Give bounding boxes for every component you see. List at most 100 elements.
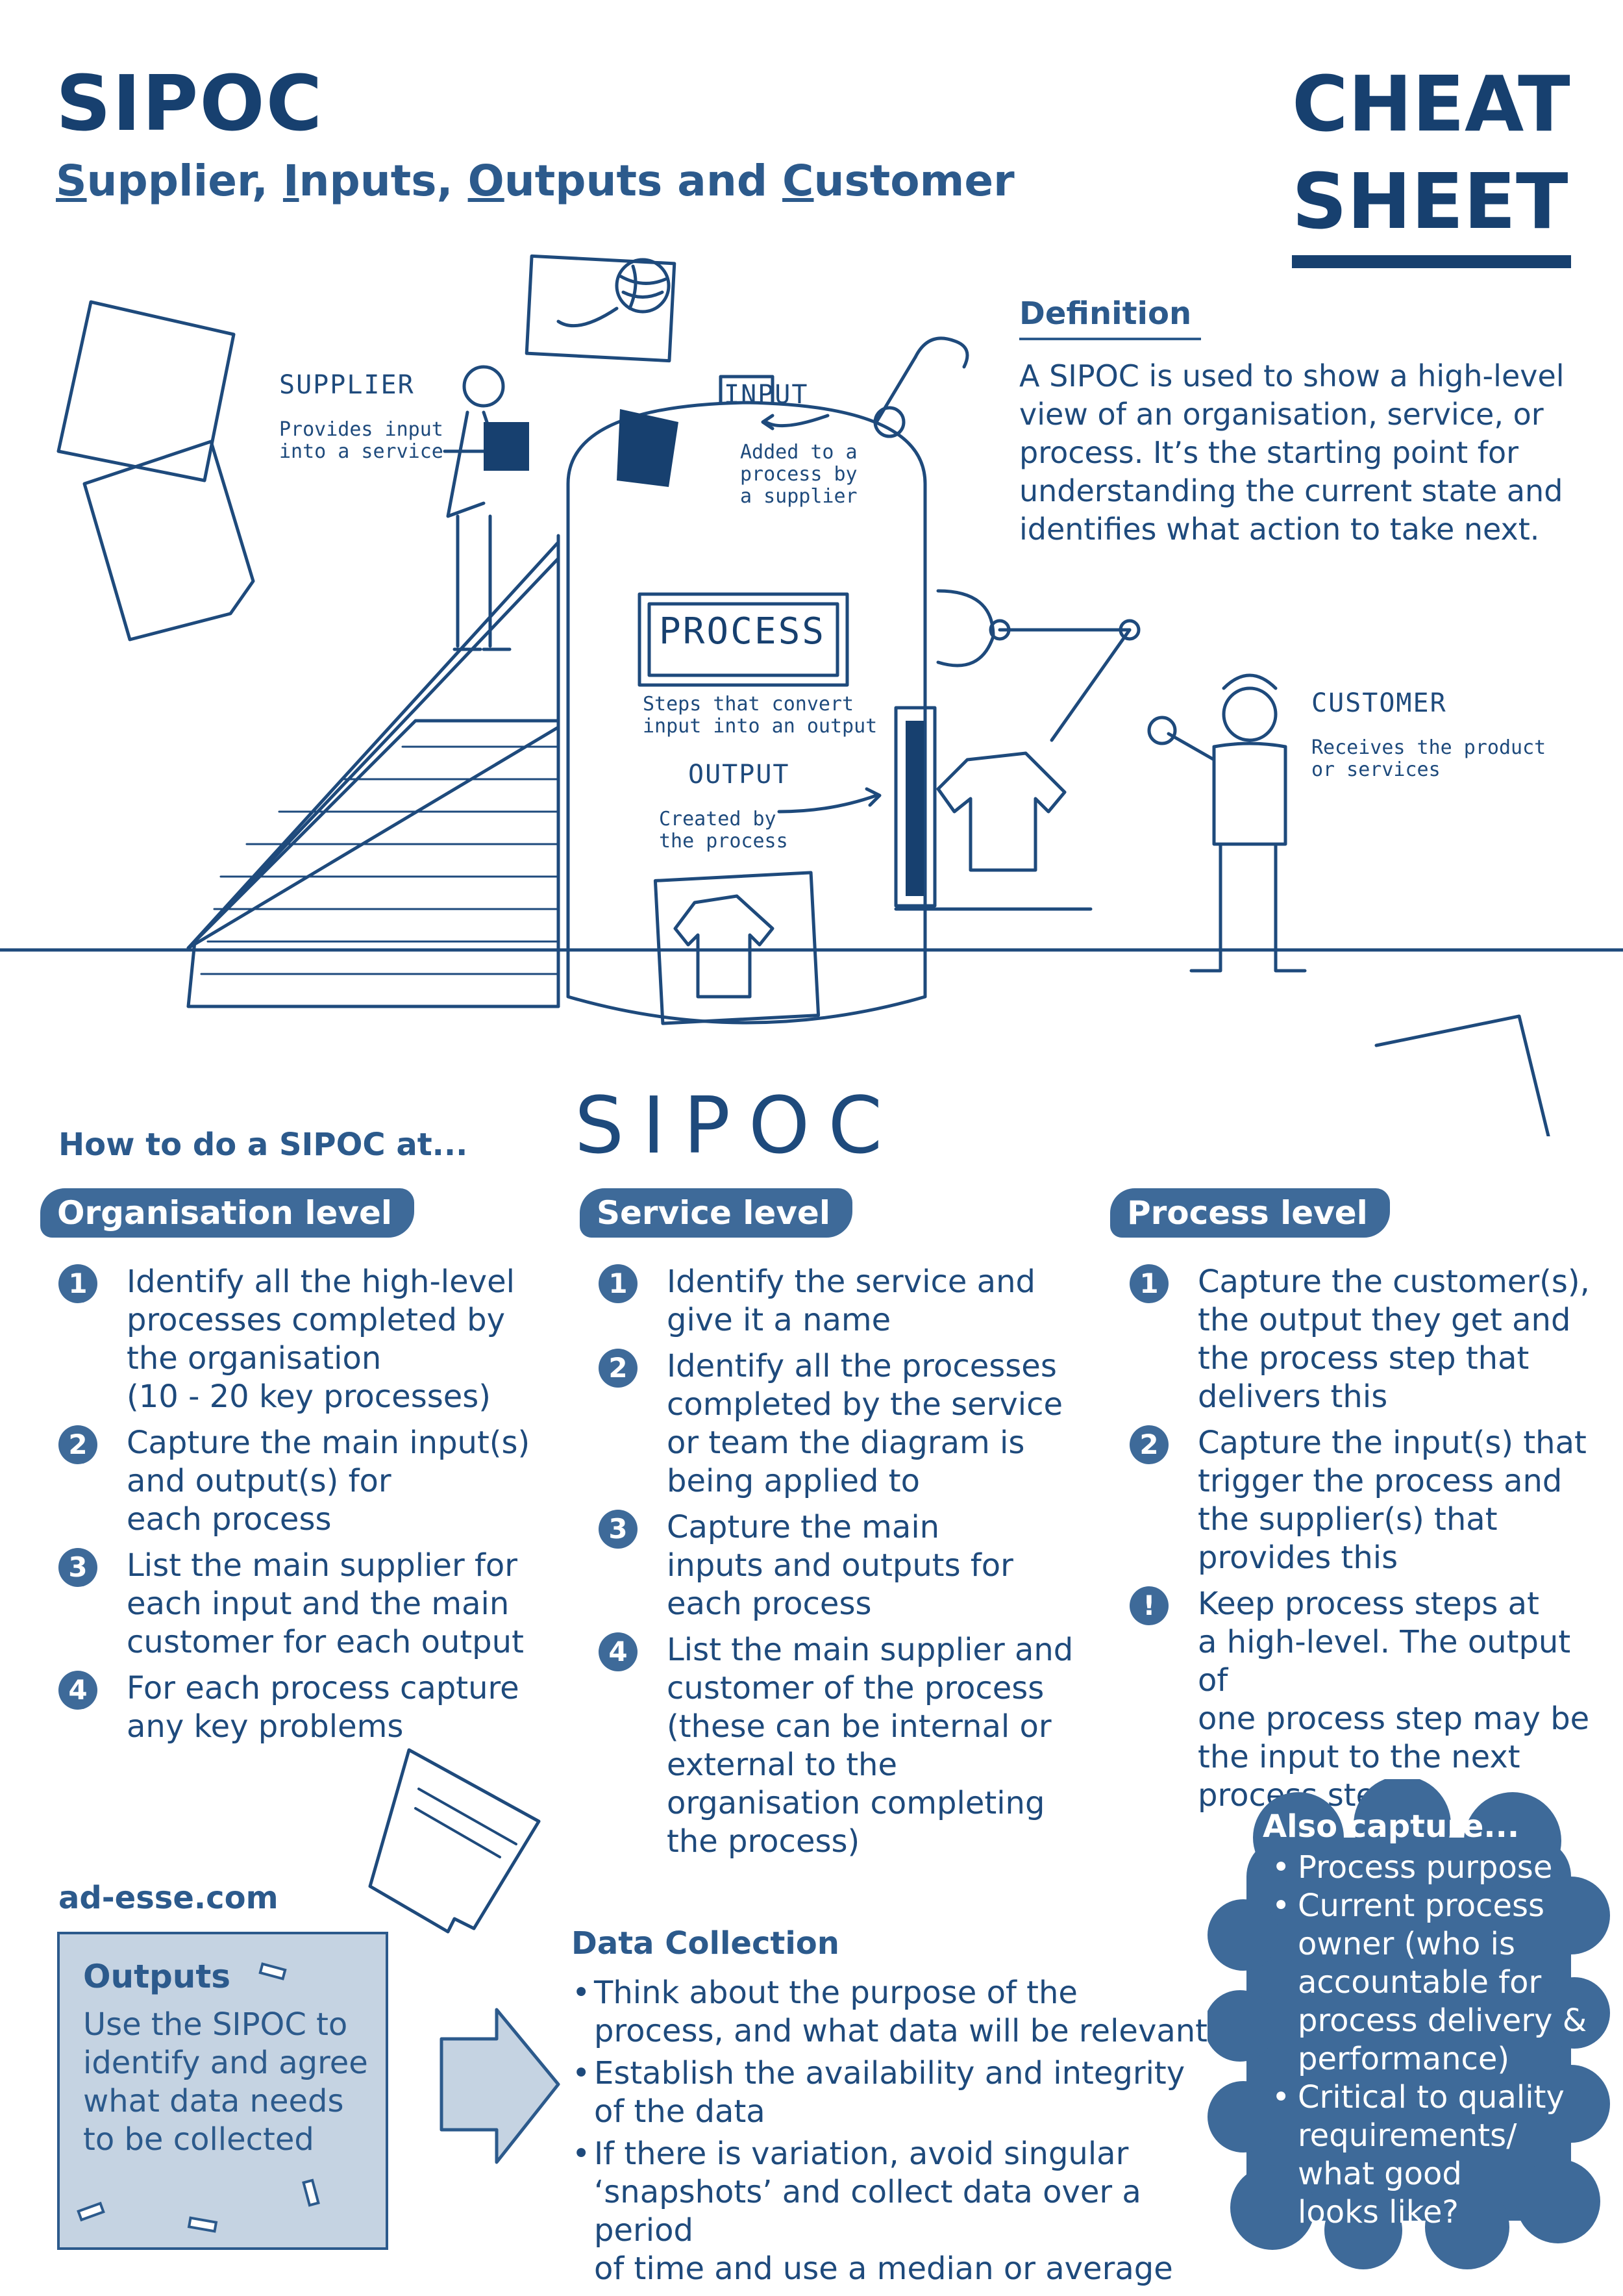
step-line: customer of the process bbox=[667, 1670, 1045, 1706]
step-line: the output they get and bbox=[1198, 1302, 1571, 1338]
step-line: give it a name bbox=[667, 1302, 891, 1338]
customer-desc-line: or services bbox=[1311, 758, 1441, 781]
step-line: processes completed by bbox=[127, 1302, 506, 1338]
sticky-note-2 bbox=[82, 440, 255, 642]
step-line: Capture the customer(s), bbox=[1198, 1264, 1590, 1300]
step-line: For each process capture bbox=[127, 1670, 519, 1706]
input-desc-line: Added to a bbox=[740, 441, 858, 464]
definition-underline bbox=[1019, 338, 1201, 340]
also-capture-item: • Critical to quality requirements/ what… bbox=[1272, 2078, 1600, 2232]
step-text: Capture the input(s) that trigger the pr… bbox=[1198, 1424, 1610, 1577]
supplier-desc-line: Provides input bbox=[279, 418, 443, 441]
also-capture-item: • Current process owner (who is accounta… bbox=[1272, 1887, 1600, 2078]
input-label: INPUT bbox=[724, 380, 809, 410]
supplier-label: SUPPLIER bbox=[279, 370, 415, 400]
also-capture-title: Also capture... bbox=[1263, 1808, 1520, 1845]
staircase bbox=[186, 556, 560, 950]
step-line: the input to the next bbox=[1198, 1739, 1520, 1775]
step-line: the organisation bbox=[127, 1340, 382, 1377]
step-line: Capture the main bbox=[667, 1509, 940, 1545]
step-number-badge: 4 bbox=[599, 1632, 638, 1671]
page-title: SIPOC bbox=[56, 58, 324, 148]
customer-person-icon bbox=[1222, 686, 1278, 742]
step-line: and output(s) for bbox=[127, 1463, 391, 1499]
step-item: 1 Identify all the high-level processes … bbox=[58, 1263, 552, 1416]
step-line: completed by the service bbox=[667, 1386, 1063, 1423]
brick-wall bbox=[186, 719, 560, 1008]
step-item: 1 Capture the customer(s), the output th… bbox=[1130, 1263, 1610, 1416]
customer-label: CUSTOMER bbox=[1311, 688, 1447, 718]
outputs-box: Outputs Use the SIPOC to identify and ag… bbox=[57, 1932, 388, 2250]
process-label: PROCESS bbox=[659, 610, 826, 653]
step-item: 2 Identify all the processes completed b… bbox=[599, 1347, 1105, 1501]
tank-cap bbox=[719, 375, 774, 405]
step-text: For each process capture any key problem… bbox=[127, 1669, 552, 1746]
step-text: Capture the main input(s) and output(s) … bbox=[127, 1424, 552, 1539]
step-line: Identify the service and bbox=[667, 1264, 1035, 1300]
bullet-icon: • bbox=[1272, 1888, 1291, 1924]
dc-line: of the data bbox=[594, 2093, 765, 2130]
step-number-badge: 3 bbox=[599, 1510, 638, 1549]
supplier-desc-line: into a service bbox=[279, 440, 443, 463]
step-number-badge: 1 bbox=[1130, 1264, 1169, 1303]
step-line: List the main supplier and bbox=[667, 1632, 1074, 1668]
subtitle-s-rest: upplier, bbox=[86, 156, 283, 206]
yarn-picture-frame bbox=[525, 254, 676, 363]
subtitle-i: I bbox=[282, 156, 299, 206]
data-collection-item: • Think about the purpose of the process… bbox=[572, 1974, 1237, 2051]
page-subtitle: Supplier, Inputs, Outputs and Customer bbox=[56, 156, 1015, 206]
step-number-badge: 2 bbox=[1130, 1425, 1169, 1464]
sipoc-illustration bbox=[0, 254, 1623, 1136]
window-frame bbox=[906, 721, 924, 896]
subtitle-c: C bbox=[782, 156, 814, 206]
step-line: the supplier(s) that bbox=[1198, 1501, 1498, 1538]
customer-desc-line: Receives the product bbox=[1311, 736, 1546, 759]
step-line: (these can be internal or bbox=[667, 1708, 1052, 1745]
also-line: performance) bbox=[1298, 2041, 1510, 2077]
howto-heading: How to do a SIPOC at... bbox=[58, 1127, 468, 1163]
data-collection-item: • Establish the availability and integri… bbox=[572, 2054, 1237, 2131]
bullet-icon: • bbox=[572, 2055, 591, 2091]
sweater-picture-frame bbox=[653, 871, 821, 1025]
step-line: the process step that bbox=[1198, 1340, 1530, 1377]
organisation-level-pill: Organisation level bbox=[40, 1188, 415, 1238]
sheet-line: SHEET bbox=[1292, 156, 1568, 246]
input-desc-line: process by bbox=[740, 463, 858, 486]
subtitle-i-rest: nputs, bbox=[299, 156, 468, 206]
step-number-badge: 4 bbox=[58, 1671, 97, 1710]
website-link[interactable]: ad-esse.com bbox=[58, 1880, 279, 1916]
output-label: OUTPUT bbox=[688, 760, 790, 790]
also-capture-content: Also capture... • Process purpose • Curr… bbox=[1263, 1808, 1600, 2232]
process-desc-line: Steps that convert bbox=[643, 693, 854, 716]
bullet-icon: • bbox=[572, 1975, 591, 2011]
step-line: customer for each output bbox=[127, 1624, 524, 1660]
steam-pipe bbox=[874, 355, 917, 424]
step-line: Keep process steps at bbox=[1198, 1586, 1539, 1622]
step-item: 3 Capture the main inputs and outputs fo… bbox=[599, 1508, 1105, 1623]
step-item: 2 Capture the main input(s) and output(s… bbox=[58, 1424, 552, 1539]
outputs-body: Use the SIPOC to identify and agree what… bbox=[83, 2006, 368, 2158]
output-desc-line: the process bbox=[659, 830, 788, 853]
process-description: Steps that convert input into an output bbox=[643, 693, 877, 738]
supplier-description: Provides input into a service bbox=[279, 419, 443, 463]
process-level-pill: Process level bbox=[1110, 1188, 1390, 1238]
subtitle-o: O bbox=[467, 156, 504, 206]
supplier-person-icon bbox=[462, 365, 505, 408]
step-item: 2 Capture the input(s) that trigger the … bbox=[1130, 1424, 1610, 1577]
service-level-pill: Service level bbox=[580, 1188, 852, 1238]
warning-badge: ! bbox=[1130, 1586, 1169, 1625]
subtitle-c-rest: ustomer bbox=[813, 156, 1015, 206]
customer-description: Receives the product or services bbox=[1311, 737, 1546, 781]
bullet-icon: • bbox=[572, 2136, 591, 2172]
cheat-line: CHEAT bbox=[1292, 59, 1570, 149]
sweater-icon bbox=[936, 751, 1067, 872]
step-line: provides this bbox=[1198, 1540, 1398, 1576]
step-text: Identify all the processes completed by … bbox=[667, 1347, 1105, 1501]
dc-line: Establish the availability and integrity bbox=[594, 2055, 1185, 2091]
step-line: one process step may be bbox=[1198, 1701, 1590, 1737]
also-line: what good bbox=[1298, 2156, 1462, 2192]
step-line: any key problems bbox=[127, 1708, 404, 1745]
step-number-badge: 3 bbox=[58, 1548, 97, 1587]
process-level-steps: 1 Capture the customer(s), the output th… bbox=[1130, 1263, 1610, 1823]
process-desc-line: input into an output bbox=[643, 715, 878, 738]
